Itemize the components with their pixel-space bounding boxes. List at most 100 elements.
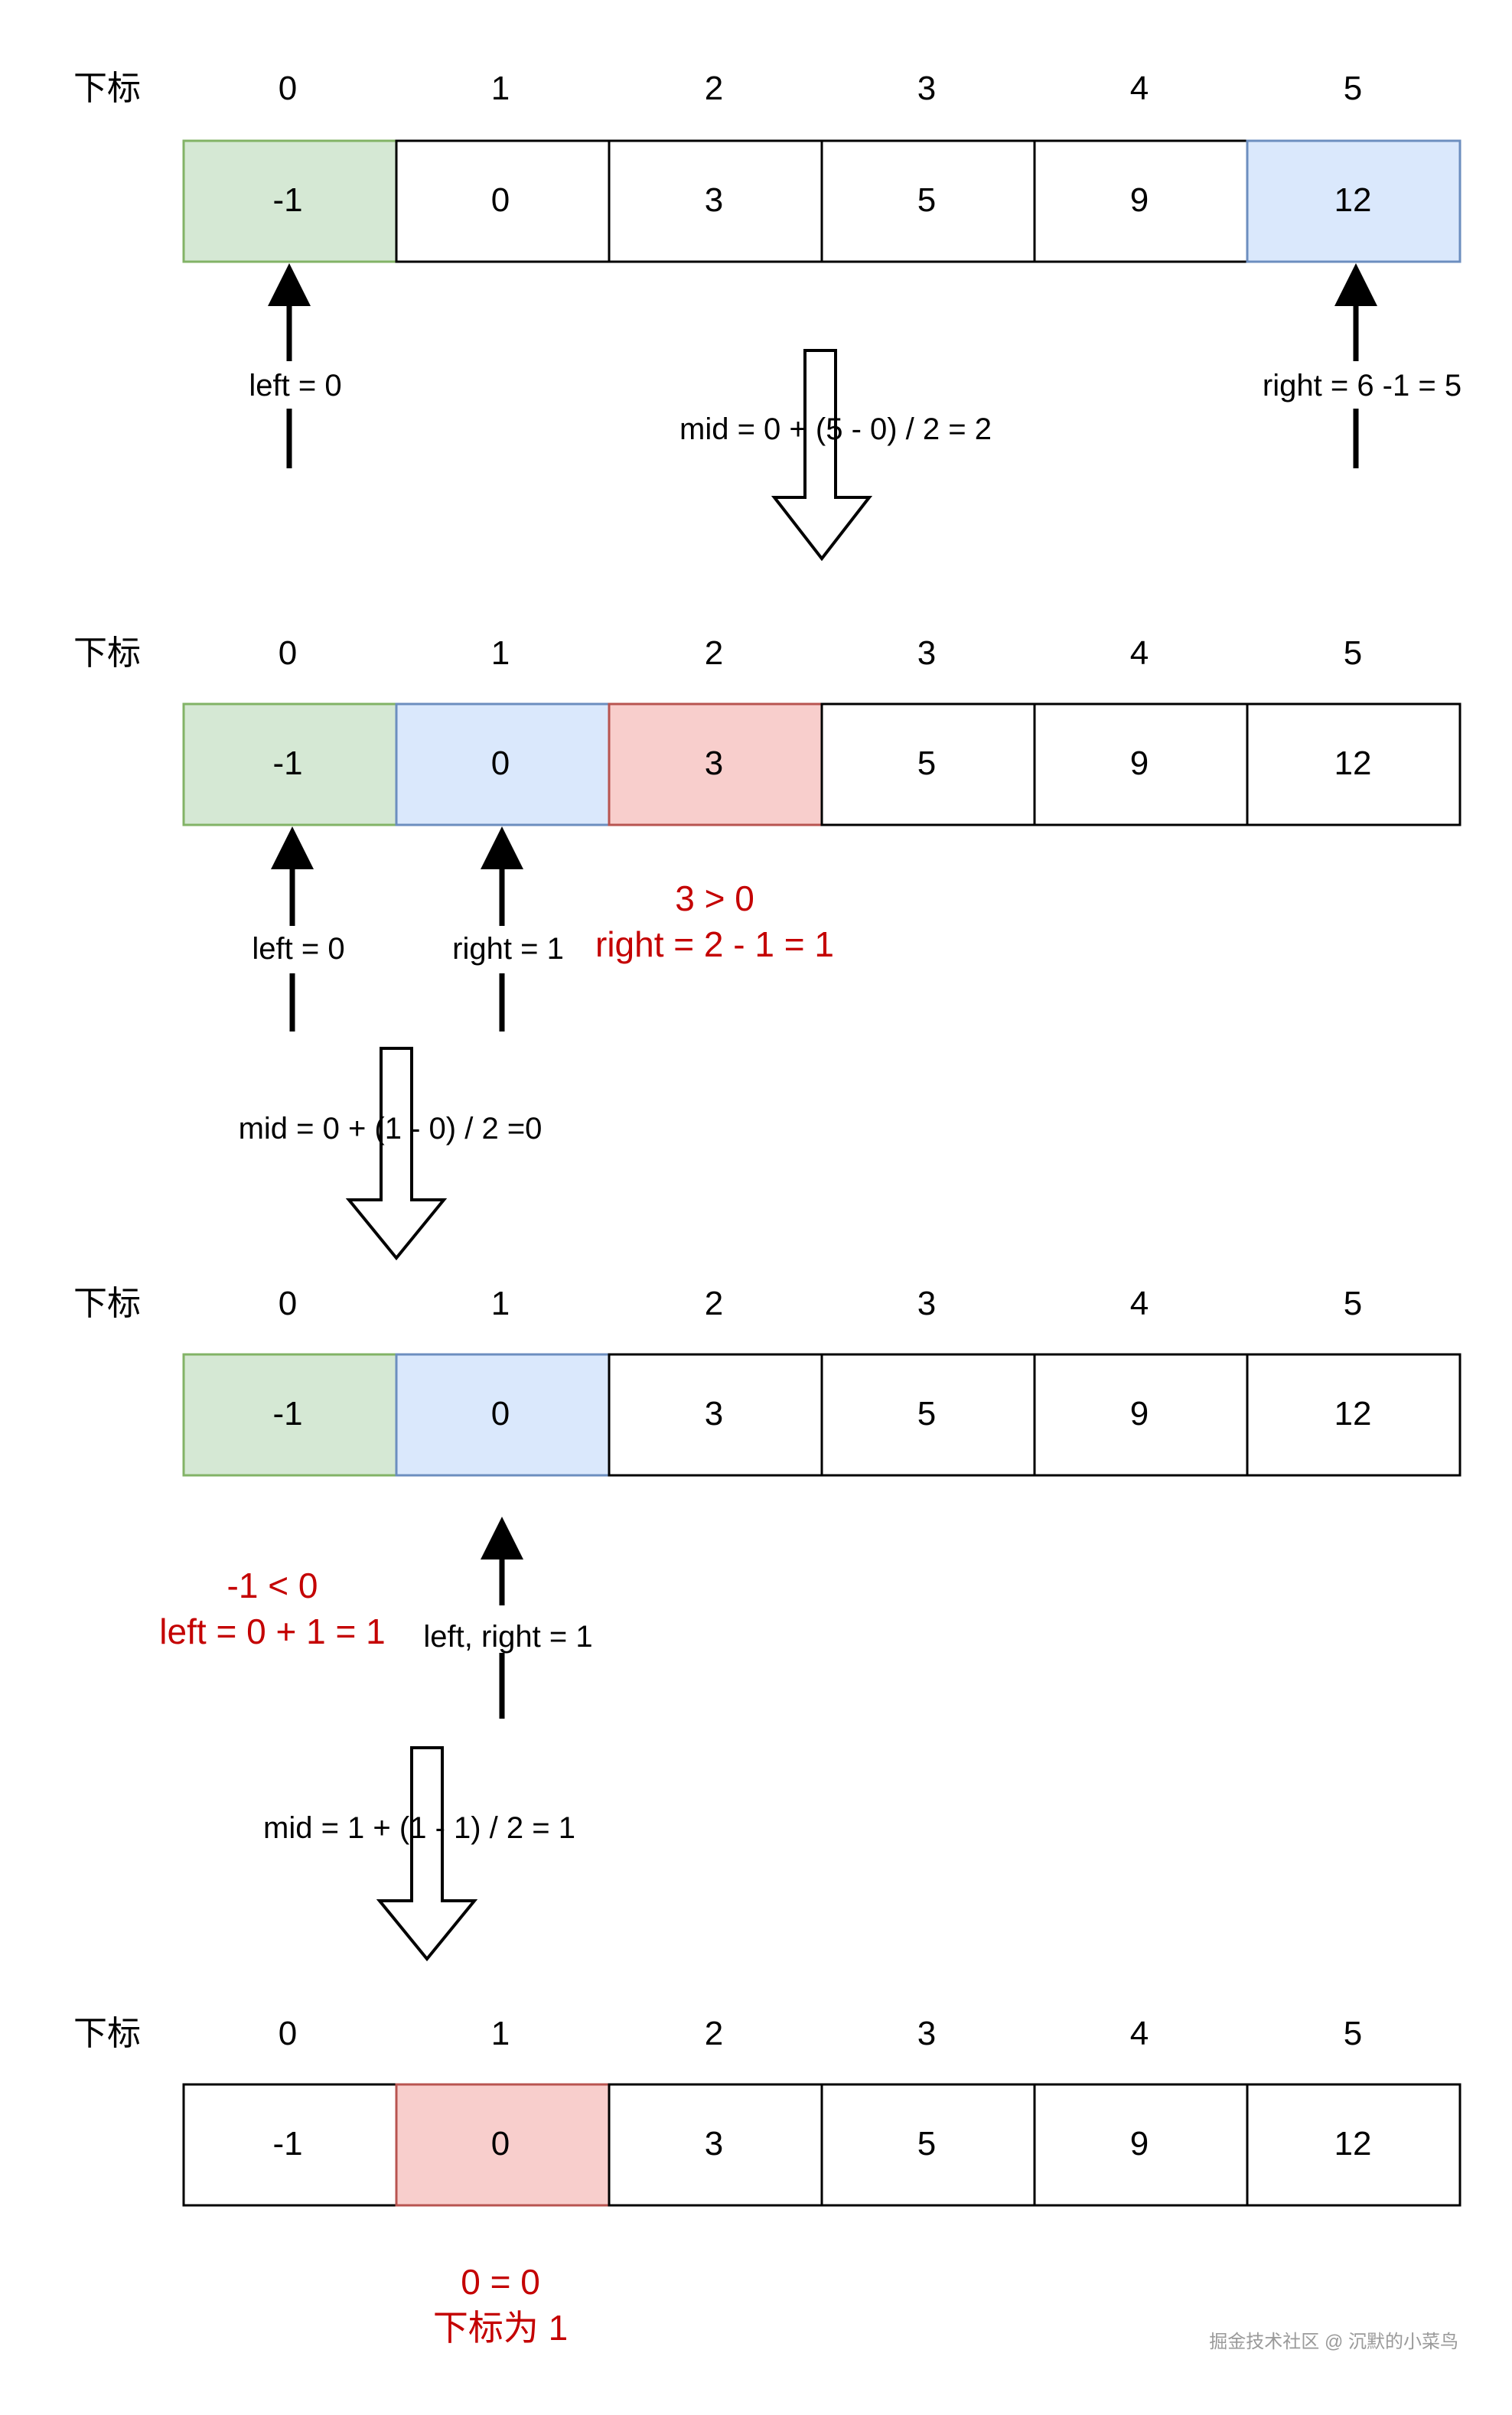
step-2: 下标 0 1 2 3 4 5 -1 0 3 5 9 12 left [73,634,1461,1261]
note-line-1: -1 < 0 [227,1566,318,1605]
left-pointer: left = 0 [230,263,352,468]
index-3: 3 [917,70,936,107]
cell-value-4: 9 [1130,181,1149,219]
left-pointer: left = 0 [234,826,354,1032]
cell-value-3: 5 [917,181,936,219]
mid-calc: mid = 1 + (1 - 1) / 2 = 1 [263,1746,575,1962]
cell-value-2: 3 [705,181,723,219]
cell-value-0: -1 [272,2125,302,2162]
index-4: 4 [1130,70,1149,107]
right-pointer-label: right = 6 -1 = 5 [1263,369,1461,402]
cell-value-5: 12 [1334,181,1372,219]
array-cell [182,702,398,826]
array-cell [182,1353,398,1477]
array-cell [1246,702,1461,826]
cell-value-4: 9 [1130,745,1149,782]
array-row: -1 0 3 5 9 12 [182,139,1461,263]
cell-value-2: 3 [705,1395,723,1432]
note-line-2: right = 2 - 1 = 1 [595,924,834,964]
mid-calc-label: mid = 0 + (5 - 0) / 2 = 2 [679,412,992,446]
result-note: 0 = 0 下标为 1 [433,2262,568,2348]
note-line-1: 0 = 0 [461,2262,540,2302]
index-1: 1 [491,1285,510,1322]
right-pointer: right = 1 [438,826,575,1032]
array-cell [1246,1353,1461,1477]
cell-value-5: 12 [1334,2125,1372,2162]
mid-calc: mid = 0 + (5 - 0) / 2 = 2 [679,349,992,562]
index-1: 1 [491,634,510,672]
index-2: 2 [705,70,723,107]
index-5: 5 [1344,70,1362,107]
index-1: 1 [491,2015,510,2052]
mid-calc: mid = 0 + (1 - 0) / 2 =0 [239,1047,543,1261]
hollow-arrow-down-icon [345,1047,448,1261]
index-0: 0 [279,70,297,107]
array-cell [1246,2083,1461,2207]
cell-value-2: 3 [705,745,723,782]
cell-value-0: -1 [272,1395,302,1432]
array-cell [1033,139,1249,263]
index-5: 5 [1344,2015,1362,2052]
left-right-pointer-label: left, right = 1 [423,1620,592,1654]
array-cell [820,702,1036,826]
index-3: 3 [917,1285,936,1322]
right-pointer-label: right = 1 [452,932,564,966]
index-1: 1 [491,70,510,107]
cell-value-1: 0 [491,1395,510,1432]
index-label: 下标 [73,1285,141,1322]
array-cell [395,139,611,263]
array-row: -1 0 3 5 9 12 [182,1353,1461,1477]
index-0: 0 [279,634,297,672]
array-cell [608,2083,823,2207]
cell-value-3: 5 [917,1395,936,1432]
array-cell [395,1353,611,1477]
cell-value-1: 0 [491,745,510,782]
array-cell [1033,702,1249,826]
array-cell [820,139,1036,263]
step-4: 下标 0 1 2 3 4 5 -1 0 3 5 9 12 0 = 0 下标为 1 [73,2015,1461,2348]
cell-value-1: 0 [491,181,510,219]
index-row: 0 1 2 3 4 5 [279,2015,1362,2052]
index-5: 5 [1344,1285,1362,1322]
array-cell [182,2083,398,2207]
left-pointer-label: left = 0 [252,932,344,966]
mid-calc-label: mid = 0 + (1 - 0) / 2 =0 [239,1112,543,1146]
note-line-2: 下标为 1 [433,2308,568,2348]
mid-calc-label: mid = 1 + (1 - 1) / 2 = 1 [263,1811,575,1845]
hollow-arrow-down-icon [771,349,873,562]
cell-value-4: 9 [1130,2125,1149,2162]
note-line-2: left = 0 + 1 = 1 [159,1612,385,1651]
array-row: -1 0 3 5 9 12 [182,702,1461,826]
left-right-pointer: left, right = 1 [412,1517,611,1719]
step-3: 下标 0 1 2 3 4 5 -1 0 3 5 9 12 -1 < 0 left… [73,1285,1461,1962]
array-row: -1 0 3 5 9 12 [182,2083,1461,2207]
index-3: 3 [917,2015,936,2052]
cell-value-2: 3 [705,2125,723,2162]
cell-value-3: 5 [917,745,936,782]
index-5: 5 [1344,634,1362,672]
step-1: 下标 0 1 2 3 4 5 -1 0 3 5 9 12 left [73,70,1477,562]
right-pointer: right = 6 -1 = 5 [1247,263,1477,468]
index-4: 4 [1130,634,1149,672]
array-cell [182,139,398,263]
index-2: 2 [705,1285,723,1322]
cell-value-0: -1 [272,745,302,782]
array-cell [608,702,823,826]
cell-value-3: 5 [917,2125,936,2162]
index-label: 下标 [73,634,141,672]
cell-value-5: 12 [1334,745,1372,782]
left-pointer-label: left = 0 [249,369,341,402]
index-2: 2 [705,634,723,672]
index-row: 0 1 2 3 4 5 [279,634,1362,672]
index-3: 3 [917,634,936,672]
array-cell [1033,1353,1249,1477]
cell-value-5: 12 [1334,1395,1372,1432]
index-label: 下标 [73,70,141,107]
index-label: 下标 [73,2015,141,2052]
cell-value-1: 0 [491,2125,510,2162]
array-cell [820,1353,1036,1477]
watermark: 掘金技术社区 @ 沉默的小菜鸟 [1209,2332,1458,2352]
comparison-note: -1 < 0 left = 0 + 1 = 1 [159,1566,385,1651]
array-cell [608,139,823,263]
